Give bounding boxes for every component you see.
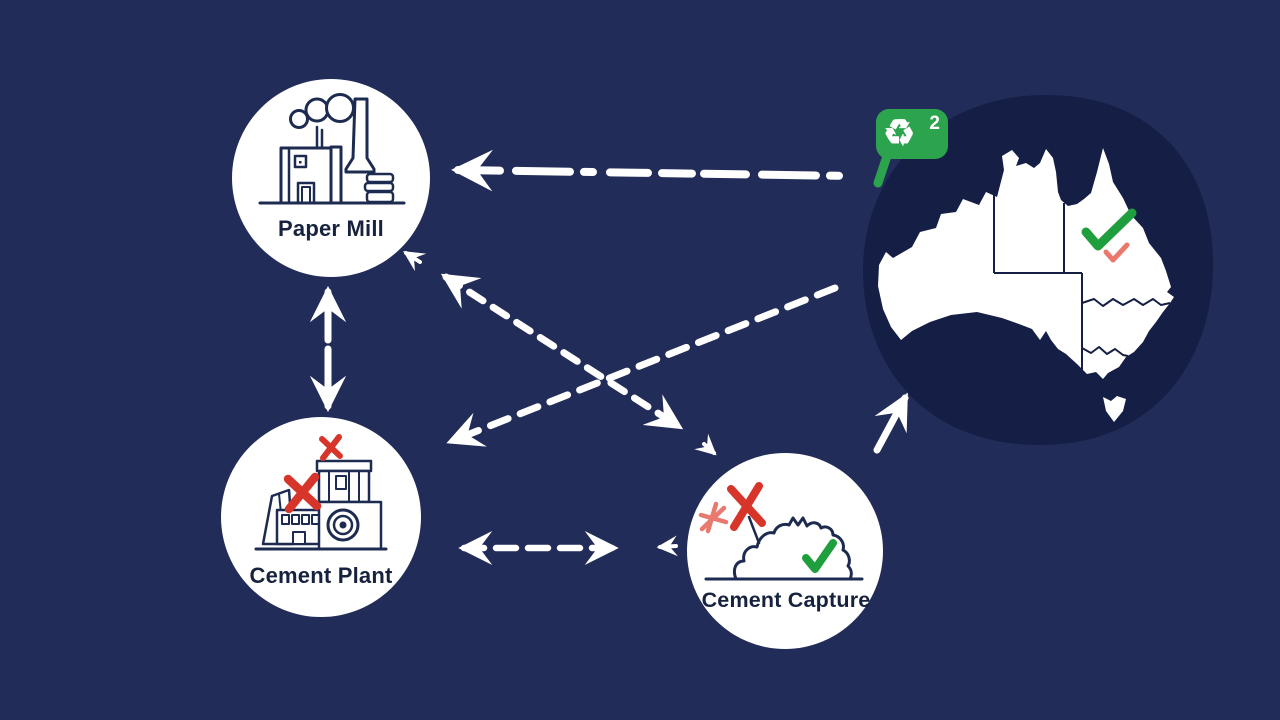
- tasmania-island: [1103, 396, 1126, 422]
- plant-window: [291, 514, 300, 525]
- arrow-map-to-cement-plant: [446, 284, 839, 447]
- smoke-puff-icon: [289, 109, 309, 129]
- chimney: [344, 97, 376, 174]
- green-check-icon: [802, 539, 837, 573]
- map-green-check-icon: [1081, 208, 1137, 251]
- recycle-icon: ♻: [883, 112, 916, 153]
- badge-tail: [873, 148, 893, 188]
- small-arrowhead-below-paper-mill: [403, 251, 427, 272]
- badge-superscript: 2: [929, 113, 940, 134]
- arrow-paper-mill-cement-capture: [440, 273, 684, 430]
- smoke-puff-icon: [304, 97, 330, 123]
- connector-arrows: [328, 149, 909, 565]
- node-label-cement-plant: Cement Plant: [249, 563, 393, 588]
- cement-plant-building-icon: [254, 434, 388, 551]
- kiln-ring: [326, 508, 360, 542]
- paper-stack: [365, 190, 395, 204]
- plant-window: [281, 514, 290, 525]
- paper-stack: [365, 172, 395, 184]
- kiln-ring: [332, 514, 354, 536]
- mill-building-column: [329, 145, 343, 205]
- red-x-icon: [283, 434, 343, 514]
- capture-mound-icon: [698, 482, 864, 581]
- node-cement-capture: [687, 453, 883, 649]
- red-scribble-icon: [698, 501, 729, 534]
- tower-top: [315, 459, 373, 473]
- australia-mainland: [878, 148, 1174, 379]
- co2-recycle-badge: ♻ 2: [873, 109, 948, 188]
- capture-cloud: [732, 516, 853, 581]
- map-salmon-check-icon: [1103, 242, 1130, 263]
- node-label-paper-mill: Paper Mill: [278, 216, 384, 241]
- small-arrowhead-near-capture-top: [694, 433, 717, 456]
- state-borders: [993, 194, 1171, 371]
- arrow-cement-capture-to-map: [873, 392, 909, 454]
- arrow-map-to-paper-mill: [451, 149, 856, 192]
- plant-window: [301, 514, 310, 525]
- smoke-puff-icon: [325, 93, 355, 123]
- plant-door: [292, 531, 306, 545]
- paper-stack: [363, 181, 395, 193]
- red-x-icon: [727, 482, 766, 531]
- x-pointer-line: [747, 515, 761, 545]
- australia-map: [878, 148, 1174, 422]
- small-arrowhead-left-of-capture: [656, 535, 678, 557]
- node-label-cement-capture: Cement Capture: [701, 588, 871, 612]
- tower-window: [335, 475, 347, 490]
- paper-mill-factory-icon: [258, 93, 406, 205]
